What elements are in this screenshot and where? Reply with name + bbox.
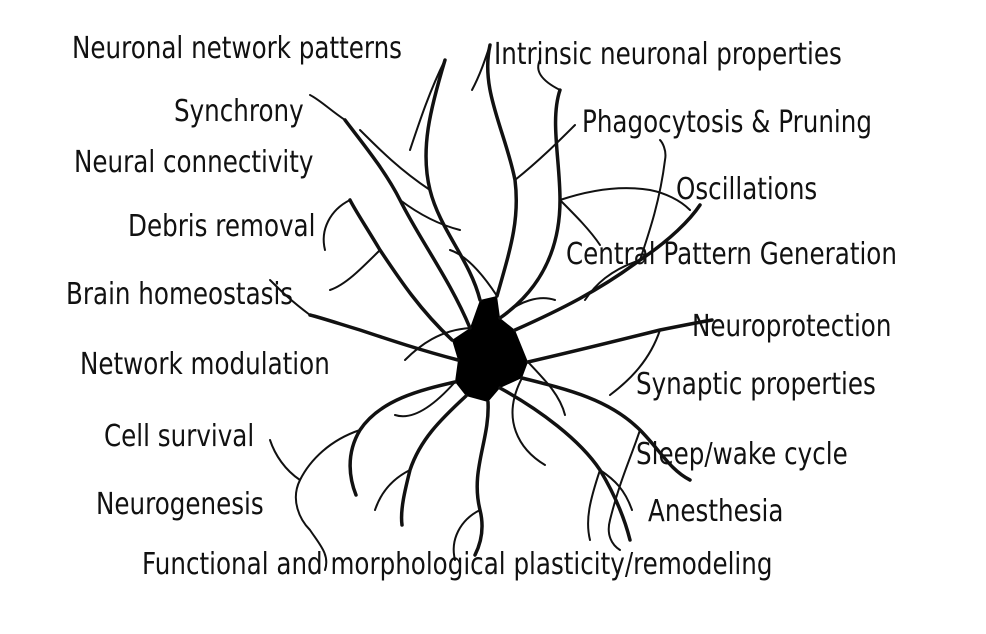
- label-network-modulation: Network modulation: [80, 347, 330, 382]
- label-oscillations: Oscillations: [676, 172, 818, 207]
- label-neural-connectivity: Neural connectivity: [74, 145, 314, 180]
- label-cell-survival: Cell survival: [104, 419, 255, 454]
- label-phagocytosis-pruning: Phagocytosis & Pruning: [582, 105, 872, 140]
- label-neuronal-network-patterns: Neuronal network patterns: [72, 31, 402, 66]
- label-functional-morphological-plasticity: Functional and morphological plasticity/…: [142, 547, 773, 582]
- label-debris-removal: Debris removal: [128, 209, 316, 244]
- label-neurogenesis: Neurogenesis: [96, 487, 264, 522]
- label-anesthesia: Anesthesia: [648, 494, 784, 529]
- label-intrinsic-neuronal-properties: Intrinsic neuronal properties: [494, 37, 842, 72]
- label-central-pattern-generation: Central Pattern Generation: [566, 237, 897, 272]
- label-neuroprotection: Neuroprotection: [692, 309, 892, 344]
- label-synchrony: Synchrony: [174, 94, 304, 129]
- label-synaptic-properties: Synaptic properties: [636, 367, 876, 402]
- cell-body: [452, 296, 528, 402]
- label-brain-homeostasis: Brain homeostasis: [66, 277, 294, 312]
- label-sleep-wake-cycle: Sleep/wake cycle: [636, 437, 848, 472]
- secondary-processes: [269, 44, 691, 571]
